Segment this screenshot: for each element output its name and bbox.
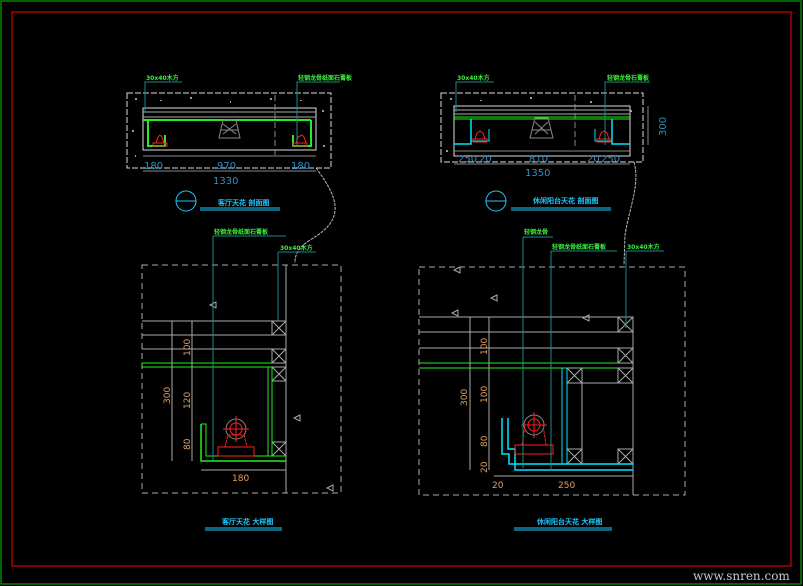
dim-20-h: 20: [492, 481, 504, 491]
concrete-slab: [126, 92, 332, 169]
channel-right: [292, 120, 312, 147]
label-gypsum-board: 轻钢龙骨纸面石膏板: [552, 243, 607, 251]
detail-title: 休闲阳台天花 大样图: [536, 517, 602, 526]
inner-frame: [11, 11, 792, 567]
section-title: 客厅天花 剖面图: [217, 198, 269, 207]
concrete-outline: [141, 264, 342, 494]
section-title: 休闲阳台天花 剖面图: [532, 196, 598, 205]
dim-300: 300: [460, 389, 470, 406]
detail-left: 轻钢龙骨纸面石膏板 30x40木方 300 100 120 80 180 客厅天…: [141, 228, 342, 531]
label-wood-batten: 30x40木方: [457, 74, 490, 82]
lamp-icon: [514, 412, 554, 455]
leader-line: [604, 81, 650, 145]
label-gypsum-board: 轻钢龙骨石膏板: [607, 74, 650, 82]
lamp-icon: [152, 134, 168, 147]
cyan-channel-left: [454, 119, 472, 145]
lamp-icon: [217, 416, 255, 457]
dim-total: 1330: [213, 176, 238, 187]
watermark: www.snren.com: [693, 569, 790, 583]
dim-80: 80: [480, 435, 490, 447]
dim-250-h: 250: [558, 481, 575, 491]
section-right: 30x40木方 轻钢龙骨石膏板 300 250 20 810 20 250 13…: [440, 74, 669, 212]
section-symbol-icon: [175, 190, 197, 212]
dim-100-mid: 100: [480, 386, 490, 403]
ceiling-outline: [142, 107, 317, 151]
dim-100: 100: [183, 339, 193, 356]
label-gypsum-board: 轻钢龙骨纸面石膏板: [298, 74, 353, 82]
concrete-slab: [440, 92, 644, 163]
leader-line: [455, 81, 494, 112]
dim-180-right: 180: [291, 161, 310, 172]
label-wood-batten: 30x40木方: [146, 74, 179, 82]
concrete-outline: [418, 266, 686, 496]
dim-180: 180: [232, 474, 249, 484]
leader-line: [144, 81, 182, 113]
dim-300: 300: [163, 387, 173, 404]
dim-180-left: 180: [144, 161, 163, 172]
dim-total: 1350: [525, 168, 550, 179]
label-wood-batten: 30x40木方: [627, 243, 660, 251]
mesh-hanger-icon: [218, 119, 241, 139]
cyan-channel-right: [611, 119, 630, 145]
lamp-icon: [596, 130, 612, 143]
mesh-hanger-icon: [529, 117, 554, 139]
dim-20-right: 20: [587, 154, 600, 165]
cross-blocks: [271, 320, 287, 457]
cross-blocks: [566, 316, 634, 465]
dim-100-top: 100: [480, 338, 490, 355]
dim-810: 810: [529, 154, 548, 165]
detail-title: 客厅天花 大样图: [221, 517, 273, 526]
dim-250-right: 250: [601, 154, 620, 165]
leader-line: [296, 81, 340, 145]
callout-curve: [294, 167, 336, 264]
detail-right: 轻钢龙骨 轻钢龙骨纸面石膏板 30x40木方 300 100 100 80 20…: [418, 228, 686, 531]
label-gypsum-board: 轻钢龙骨纸面石膏板: [214, 228, 269, 236]
dim-20: 20: [480, 461, 490, 473]
dim-120: 120: [183, 392, 193, 409]
dim-20-left: 20: [479, 154, 492, 165]
label-light-steel-keel: 轻钢龙骨: [524, 228, 548, 236]
concrete-speckle: [132, 97, 325, 157]
dim-970: 970: [217, 161, 236, 172]
lamp-icon: [292, 134, 308, 147]
section-symbol-icon: [485, 190, 507, 212]
label-wood-batten: 30x40木方: [280, 244, 313, 252]
dim-height: 300: [658, 117, 669, 136]
lamp-icon: [472, 130, 488, 143]
callout-curve: [623, 161, 637, 266]
dim-250-left: 250: [458, 154, 477, 165]
dim-80: 80: [183, 438, 193, 450]
section-left: 30x40木方 轻钢龙骨纸面石膏板 180 970 180 1330 客厅天花 …: [126, 74, 353, 212]
